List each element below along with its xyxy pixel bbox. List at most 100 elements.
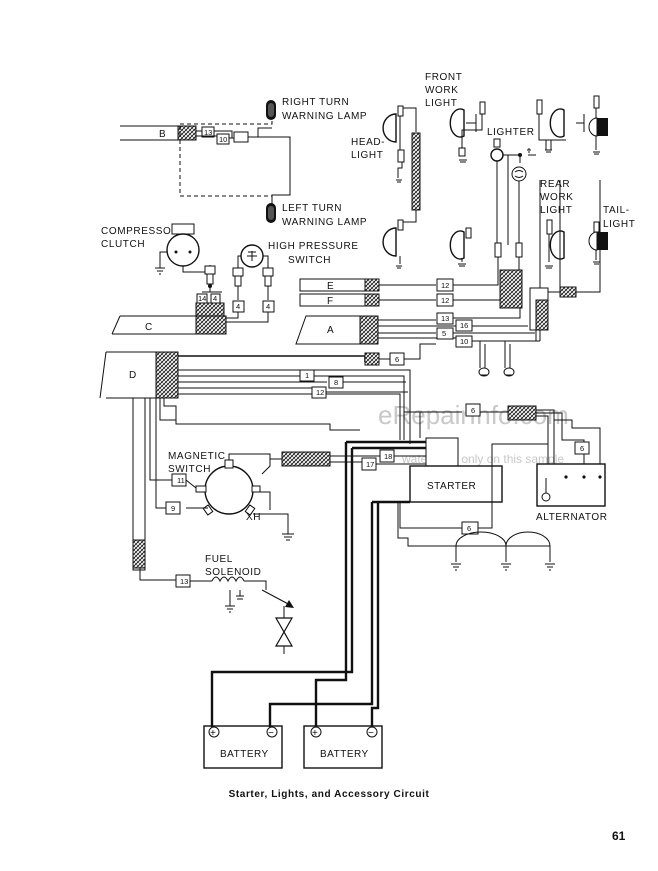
taillight-upper-icon	[588, 95, 608, 155]
high-pressure-switch-icon	[237, 244, 269, 268]
label-xh: XH	[246, 512, 261, 523]
svg-text:C: C	[145, 322, 153, 333]
svg-text:4: 4	[266, 302, 270, 311]
svg-text:12: 12	[441, 281, 449, 290]
harness-front-vertical	[411, 132, 421, 211]
wire-number-6-b	[465, 403, 481, 417]
svg-text:12: 12	[441, 296, 449, 305]
label-high-pressure-2: SWITCH	[288, 255, 331, 266]
label-right-turn-2: WARNING LAMP	[282, 111, 367, 122]
label-taillight-1: TAIL-	[603, 205, 630, 216]
label-compressor-2: CLUTCH	[101, 239, 145, 250]
label-fuel-1: FUEL	[205, 554, 233, 565]
connectors-lighter	[494, 242, 523, 309]
left-turn-lamp-icon	[266, 203, 276, 223]
label-compressor-1: COMPRESSOR	[101, 226, 179, 237]
svg-text:4: 4	[213, 294, 217, 303]
svg-text:14: 14	[198, 294, 206, 303]
label-headlight-2: LIGHT	[351, 150, 383, 161]
svg-text:6: 6	[471, 406, 475, 415]
right-turn-lamp-icon	[266, 100, 276, 120]
front-work-light-icon	[449, 101, 486, 163]
label-headlight-1: HEAD-	[351, 137, 385, 148]
label-lighter: LIGHTER	[487, 127, 535, 138]
harness-a: A	[295, 315, 379, 345]
label-alternator: ALTERNATOR	[536, 512, 608, 523]
wire-number-13-top	[201, 126, 215, 138]
label-front-work-2: WORK	[425, 85, 459, 96]
magnetic-switch-icon	[185, 453, 294, 541]
wire-number-9	[165, 501, 181, 515]
label-starter: STARTER	[427, 481, 476, 492]
connector-top	[233, 131, 249, 143]
svg-text:18: 18	[384, 452, 392, 461]
rear-harness-hatch-2	[559, 286, 577, 298]
label-left-turn-1: LEFT TURN	[282, 203, 342, 214]
svg-text:1: 1	[305, 371, 309, 380]
harness-c: C	[111, 302, 227, 335]
fuel-solenoid-icon	[190, 576, 294, 613]
wire-number-6-c	[574, 441, 590, 455]
figure-caption: Starter, Lights, and Accessory Circuit	[228, 789, 430, 800]
headlight-lower-icon	[382, 210, 417, 269]
svg-text:13: 13	[180, 577, 188, 586]
label-fuel-2: SOLENOID	[205, 567, 261, 578]
harness-alternator	[507, 405, 537, 421]
fuse-right-icon	[503, 367, 515, 377]
fuel-valve-icon	[274, 606, 294, 654]
svg-text:17: 17	[366, 460, 374, 469]
harness-d-vertical-hatch	[132, 539, 146, 569]
harness-a-output	[364, 352, 380, 366]
svg-text:6: 6	[580, 444, 584, 453]
page-number: 61	[612, 829, 626, 843]
label-taillight-2: LIGHT	[603, 219, 635, 230]
label-rear-work-2: WORK	[540, 192, 574, 203]
svg-text:+: +	[210, 728, 216, 739]
svg-text:13: 13	[441, 314, 449, 323]
harness-d: D	[99, 351, 179, 399]
svg-text:E: E	[327, 281, 334, 292]
svg-text:10: 10	[219, 135, 227, 144]
lighter-icon	[490, 138, 536, 245]
label-battery-left: BATTERY	[220, 749, 269, 760]
label-front-work-3: LIGHT	[425, 98, 457, 109]
svg-text:5: 5	[442, 329, 446, 338]
svg-text:F: F	[327, 296, 334, 307]
taillight-lower-icon	[588, 221, 608, 265]
svg-text:−: −	[268, 728, 274, 739]
label-left-turn-2: WARNING LAMP	[282, 217, 367, 228]
svg-text:B: B	[159, 129, 166, 140]
harness-e: E	[299, 278, 380, 292]
svg-text:+: +	[312, 728, 318, 739]
svg-text:11: 11	[177, 476, 185, 485]
rear-harness-hatch	[535, 299, 549, 331]
wire-number-11	[171, 473, 187, 487]
alternator-icon	[536, 463, 606, 507]
svg-text:8: 8	[334, 378, 338, 387]
label-high-pressure-1: HIGH PRESSURE	[268, 241, 359, 252]
harness-starter-feed	[281, 451, 331, 467]
svg-text:6: 6	[395, 355, 399, 364]
label-magnetic-2: SWITCH	[168, 464, 211, 475]
label-right-turn-1: RIGHT TURN	[282, 97, 349, 108]
label-battery-right: BATTERY	[320, 749, 369, 760]
rear-light-upper-icon	[536, 99, 585, 153]
harness-d-vertical	[132, 397, 146, 571]
label-rear-work-1: REAR	[540, 179, 570, 190]
headlight-upper-icon	[382, 105, 417, 183]
svg-text:D: D	[129, 370, 137, 381]
svg-text:10: 10	[460, 337, 468, 346]
svg-text:13: 13	[204, 128, 212, 137]
svg-text:4: 4	[236, 302, 240, 311]
svg-text:A: A	[327, 325, 334, 336]
label-magnetic-1: MAGNETIC	[168, 451, 226, 462]
wire-number-10-top	[216, 133, 230, 145]
harness-b: B	[120, 125, 197, 141]
svg-text:−: −	[368, 728, 374, 739]
svg-text:16: 16	[460, 321, 468, 330]
svg-text:9: 9	[171, 504, 175, 513]
svg-text:12: 12	[316, 388, 324, 397]
rear-light-lower-icon	[545, 219, 565, 269]
label-front-work-1: FRONT	[425, 72, 462, 83]
